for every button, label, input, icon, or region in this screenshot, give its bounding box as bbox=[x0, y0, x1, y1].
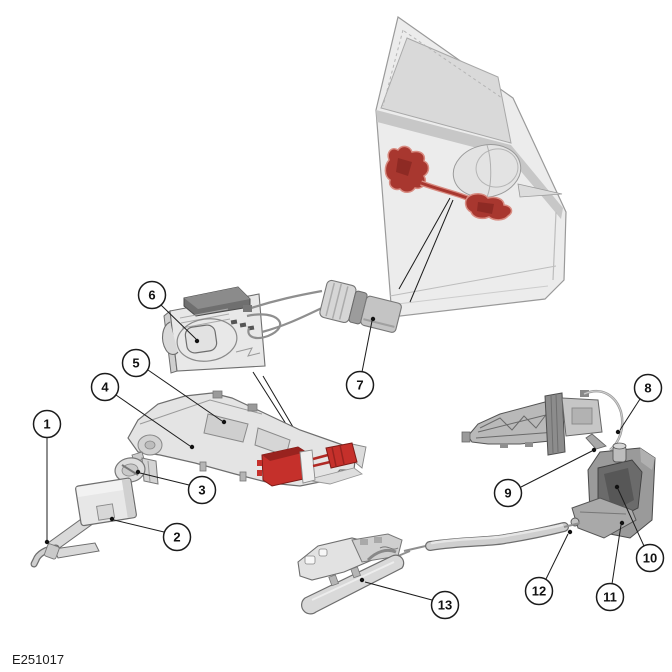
door-pointer-lines bbox=[398, 197, 454, 303]
callout-11: 11 bbox=[595, 582, 625, 612]
leader-9 bbox=[520, 447, 597, 488]
callout-3-number: 3 bbox=[198, 483, 205, 498]
leader-6 bbox=[160, 304, 200, 344]
leader-8 bbox=[615, 398, 641, 435]
part-6-illustration bbox=[161, 286, 325, 462]
callout-6-number: 6 bbox=[148, 288, 155, 303]
callout-13-number: 13 bbox=[438, 598, 452, 613]
callout-1: 1 bbox=[32, 409, 62, 439]
callout-2: 2 bbox=[162, 522, 192, 552]
part-6-wiring bbox=[244, 289, 325, 340]
part-9-illustration bbox=[461, 389, 624, 456]
part-1-illustration bbox=[30, 542, 100, 568]
door-highlighted-mechanism bbox=[384, 145, 513, 221]
callout-8: 8 bbox=[633, 373, 663, 403]
callout-4: 4 bbox=[90, 372, 120, 402]
release-cable-8 bbox=[580, 389, 624, 451]
callout-5-number: 5 bbox=[132, 356, 139, 371]
callout-10-number: 10 bbox=[643, 551, 657, 566]
callout-9-number: 9 bbox=[504, 486, 511, 501]
wire-clip bbox=[243, 305, 252, 312]
callout-13: 13 bbox=[430, 590, 460, 620]
leader-11 bbox=[611, 520, 625, 585]
leader-5 bbox=[147, 369, 227, 425]
part-7-illustration bbox=[319, 279, 402, 333]
callout-4-number: 4 bbox=[101, 380, 109, 395]
callout-12-number: 12 bbox=[532, 584, 546, 599]
red-handle-mechanism bbox=[257, 442, 367, 487]
callout-2-number: 2 bbox=[173, 530, 180, 545]
door-location-thumbnail bbox=[375, 15, 567, 318]
leader-7 bbox=[361, 316, 376, 373]
callout-9: 9 bbox=[493, 478, 523, 508]
callout-8-number: 8 bbox=[644, 381, 651, 396]
callout-11-number: 11 bbox=[603, 590, 617, 605]
figure-code: E251017 bbox=[12, 652, 64, 667]
callout-balloons: 1 2 3 4 5 6 7 8 9 10 11 12 13 bbox=[32, 280, 665, 620]
callout-1-number: 1 bbox=[43, 417, 50, 432]
part-3-illustration bbox=[114, 451, 159, 485]
leader-12 bbox=[545, 529, 573, 580]
callout-7: 7 bbox=[345, 370, 375, 400]
callout-6: 6 bbox=[137, 280, 167, 310]
leader-lines bbox=[44, 304, 645, 601]
leader-10 bbox=[614, 484, 645, 547]
leader-2 bbox=[109, 516, 165, 533]
part-2-illustration bbox=[47, 477, 137, 550]
door-handle-boss bbox=[452, 144, 563, 198]
callout-10: 10 bbox=[635, 543, 665, 573]
leader-4 bbox=[115, 394, 195, 450]
part-12-illustration bbox=[403, 522, 581, 552]
part-13-illustration bbox=[297, 533, 411, 615]
leader-1 bbox=[44, 438, 50, 545]
callout-5: 5 bbox=[121, 348, 151, 378]
callout-7-number: 7 bbox=[356, 378, 363, 393]
part-10-11-illustration bbox=[570, 442, 656, 539]
part-4-5-illustration bbox=[127, 390, 367, 487]
leader-3 bbox=[135, 469, 190, 486]
callout-3: 3 bbox=[187, 475, 217, 505]
callout-12: 12 bbox=[524, 576, 554, 606]
leader-13 bbox=[359, 577, 433, 601]
